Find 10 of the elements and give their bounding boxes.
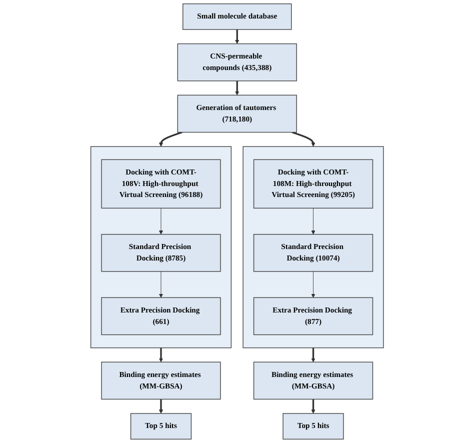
arrow [234, 80, 240, 96]
arrow [158, 131, 182, 147]
arrow [311, 399, 316, 414]
arrow [158, 399, 163, 414]
arrow [292, 131, 316, 147]
arrow [158, 348, 163, 362]
cluster [242, 146, 384, 348]
cluster [90, 146, 232, 348]
arrow [234, 30, 240, 44]
arrow [311, 348, 316, 362]
